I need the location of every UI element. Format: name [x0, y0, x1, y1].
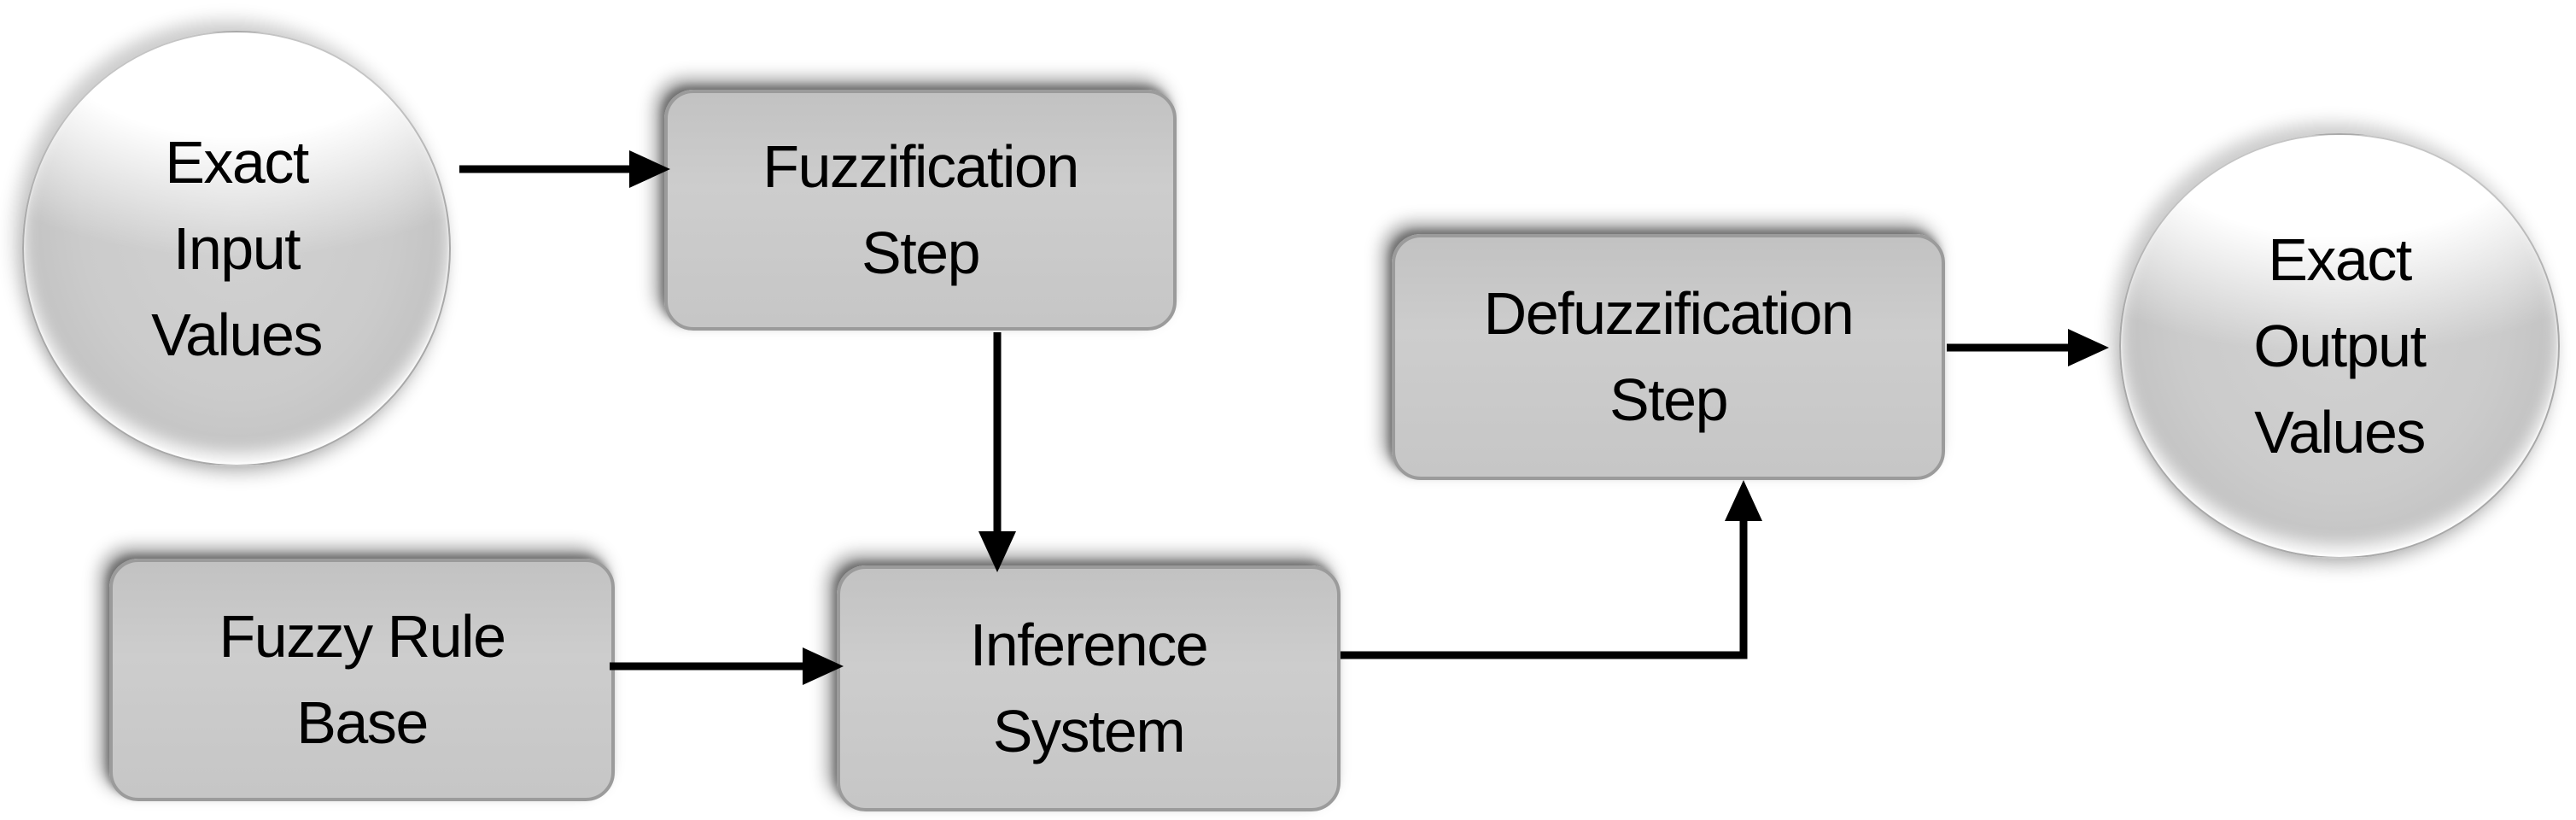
node-exact-input-values: Exact Input Values [22, 31, 451, 466]
node-label-line: Values [151, 301, 323, 368]
node-label-line: Values [2254, 398, 2426, 466]
node-label-line: Step [1609, 366, 1729, 433]
node-label-line: Base [296, 689, 429, 756]
node-label-line: Defuzzification [1483, 280, 1855, 347]
arrow-rule-base-to-inference [610, 647, 844, 685]
arrow-defuzzification-to-output [1947, 329, 2109, 366]
node-fuzzy-rule-base: Fuzzy Rule Base [109, 559, 615, 801]
node-label-line: Step [862, 220, 981, 286]
node-label-line: Output [2253, 312, 2427, 379]
node-label-line: Input [172, 214, 301, 282]
node-label-line: Fuzzification [762, 133, 1079, 200]
node-inference-system: Inference System [837, 565, 1341, 811]
node-label-line: Fuzzy Rule [219, 603, 506, 670]
arrow-inference-to-defuzzification [1341, 480, 1762, 659]
node-exact-output-values: Exact Output Values [2119, 133, 2560, 559]
node-fuzzification-step: Fuzzification Step [664, 90, 1177, 331]
node-label-line: System [992, 698, 1186, 764]
arrow-fuzzification-to-inference [978, 332, 1016, 572]
node-label-line: Exact [165, 128, 309, 196]
node-label-line: Exact [2268, 226, 2412, 293]
node-defuzzification-step: Defuzzification Step [1392, 234, 1945, 480]
arrow-input-to-fuzzification [459, 150, 670, 188]
node-label-line: Inference [969, 612, 1209, 678]
